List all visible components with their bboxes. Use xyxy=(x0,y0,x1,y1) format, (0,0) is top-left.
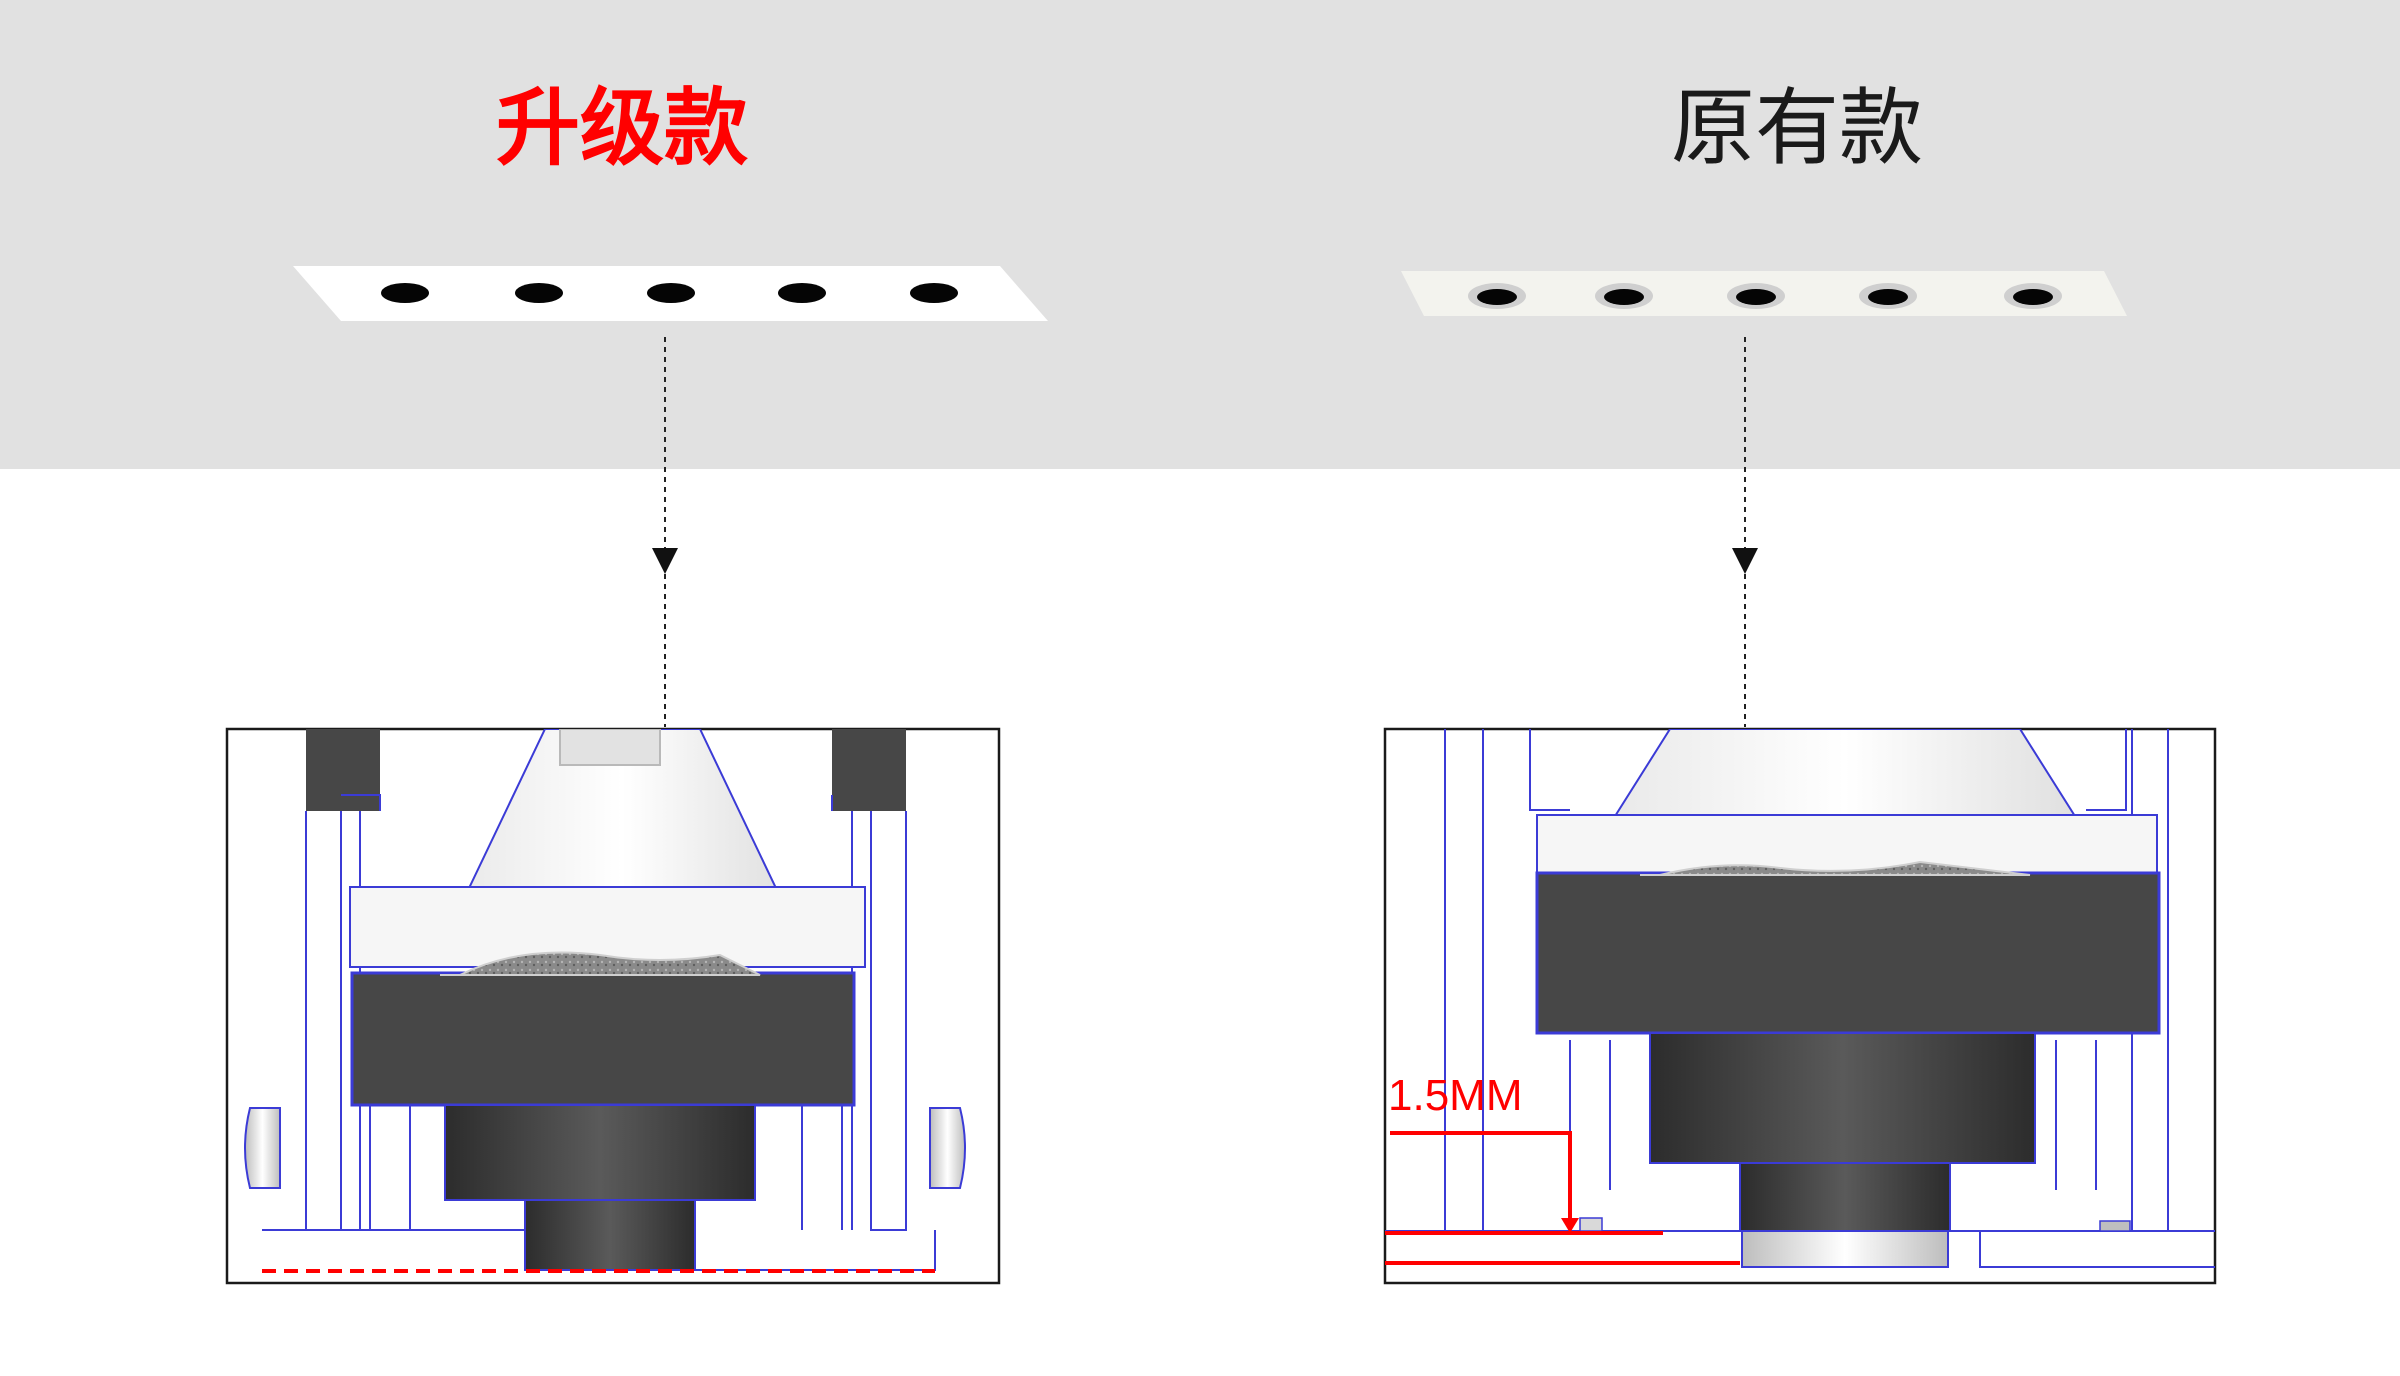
driver-body xyxy=(350,971,856,1107)
original-lens-hole xyxy=(2013,289,2053,305)
original-model-title: 原有款 xyxy=(1671,79,1924,177)
small-tab xyxy=(2099,1220,2131,1232)
lens-plate xyxy=(349,886,866,968)
lens-tip-ring xyxy=(1741,1230,1949,1268)
original-callout-arrow xyxy=(1732,337,1758,727)
small-tab xyxy=(1579,1217,1603,1232)
led-chip xyxy=(440,951,761,976)
upgraded-callout-arrow xyxy=(652,337,678,727)
ceiling-band xyxy=(0,0,2400,469)
cone-cap xyxy=(559,729,661,766)
original-cross-section: 1.5MM xyxy=(1383,727,2217,1285)
upgraded-lens-hole xyxy=(647,283,695,303)
upgraded-lens-hole xyxy=(515,283,563,303)
lens-plate xyxy=(1536,814,2158,874)
lens-tip xyxy=(524,1199,696,1271)
original-lens-hole xyxy=(1868,289,1908,305)
original-lens-hole xyxy=(1736,289,1776,305)
upgraded-lens-hole xyxy=(910,283,958,303)
original-lens-hole xyxy=(1477,289,1517,305)
bottom-plate xyxy=(262,1229,936,1271)
upgraded-cross-section xyxy=(225,727,1001,1285)
lens-lower xyxy=(1739,1162,1951,1232)
driver-body xyxy=(1535,871,2161,1035)
original-light-strip xyxy=(1401,271,2127,316)
lens-barrel xyxy=(444,1104,756,1201)
housing-clip xyxy=(306,729,380,811)
original-lens-hole xyxy=(1604,289,1644,305)
lens-barrel xyxy=(1649,1032,2036,1164)
upgraded-lens-hole xyxy=(778,283,826,303)
side-knob xyxy=(244,1107,281,1189)
led-chip xyxy=(1640,860,2031,876)
upgraded-light-strip xyxy=(293,266,1048,321)
upgraded-lens-hole xyxy=(381,283,429,303)
side-knob xyxy=(929,1107,966,1189)
upgraded-model-title: 升级款 xyxy=(496,79,749,177)
recess-dimension-label: 1.5MM xyxy=(1388,1071,1522,1120)
housing-clip xyxy=(832,729,906,811)
recess-dimension xyxy=(1385,1131,1740,1265)
